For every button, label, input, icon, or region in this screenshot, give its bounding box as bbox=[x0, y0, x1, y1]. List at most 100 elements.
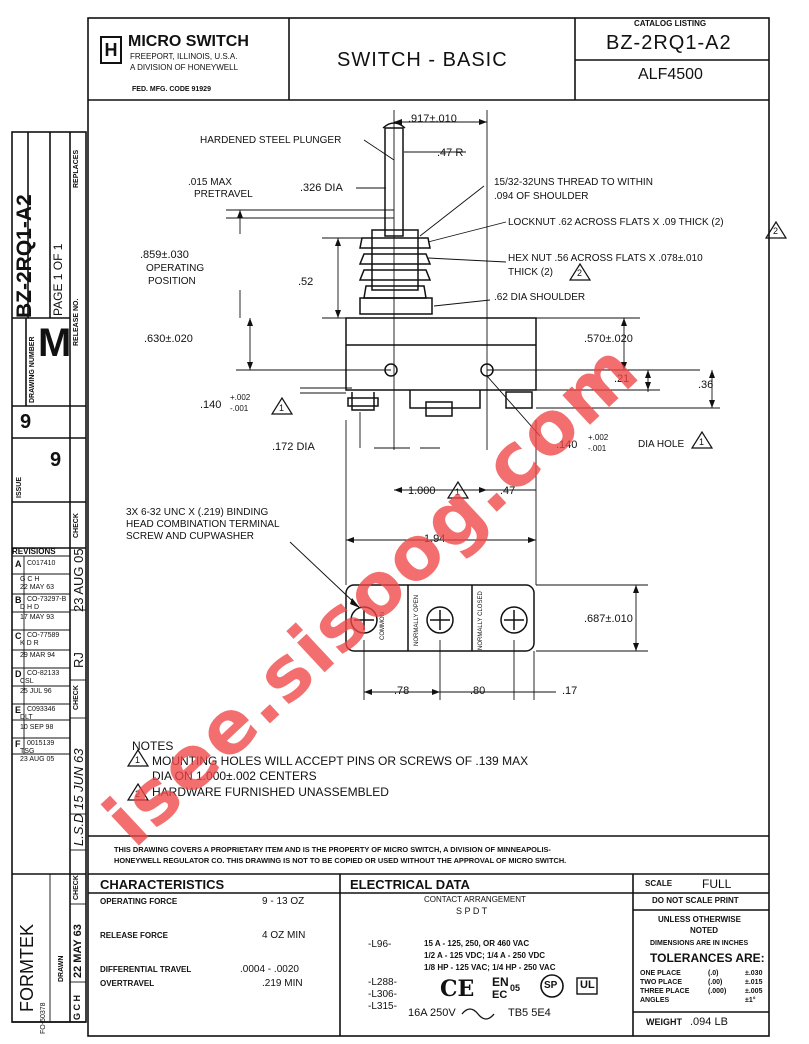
dim-140-right: .140 bbox=[556, 439, 578, 451]
dim-47: .47 bbox=[500, 485, 516, 497]
dim-op-pos-1: .859±.030 bbox=[140, 249, 189, 261]
unless-2: NOTED bbox=[690, 926, 718, 935]
spacing-note-flag: 1 bbox=[455, 487, 461, 497]
csa-mark-icon: SP bbox=[544, 980, 558, 991]
drawn-label: DRAWN bbox=[58, 955, 65, 982]
check-label-1: CHECK bbox=[73, 513, 80, 538]
note-2: HARDWARE FURNISHED UNASSEMBLED bbox=[152, 785, 389, 799]
revisions-label: REVISIONS bbox=[12, 547, 56, 556]
ec-mark: EC bbox=[492, 989, 508, 1001]
revision-entry: 23 AUG 05 bbox=[20, 756, 55, 763]
characteristic-label: OVERTRAVEL bbox=[100, 979, 155, 988]
issue-number: 9 bbox=[20, 411, 32, 433]
unless-1: UNLESS OTHERWISE bbox=[658, 915, 741, 924]
contact-arrangement-label: CONTACT ARRANGEMENT bbox=[424, 895, 526, 904]
dim-140-left-plus: +.002 bbox=[230, 393, 251, 402]
contact-arrangement-value: S P D T bbox=[456, 906, 488, 916]
honeywell-logo-icon: H bbox=[100, 36, 122, 64]
mount-note-flag-left: 1 bbox=[279, 403, 285, 413]
drawn-by: G C H bbox=[72, 994, 82, 1020]
en-number: 05 bbox=[510, 983, 521, 993]
proprietary-line-1: THIS DRAWING COVERS A PROPRIETARY ITEM A… bbox=[114, 845, 551, 854]
check-label-2: CHECK bbox=[73, 685, 80, 710]
revision-entry: DLT bbox=[20, 714, 33, 721]
rev-date-2: 15 JUN 63 bbox=[71, 748, 86, 810]
revision-entry: 10 SEP 98 bbox=[20, 724, 54, 731]
tolerance-value: ±.015 bbox=[745, 979, 763, 986]
company-name: MICRO SWITCH bbox=[128, 33, 249, 50]
revision-entry: C093346 bbox=[27, 706, 56, 713]
do-not-scale: DO NOT SCALE PRINT bbox=[652, 896, 739, 905]
terminal-normally-closed: NORMALLY CLOSED bbox=[478, 591, 484, 650]
dim-21: .21 bbox=[614, 373, 630, 385]
weight-label: WEIGHT bbox=[646, 1017, 682, 1027]
strip-release-label: RELEASE NO. bbox=[73, 298, 80, 346]
dim-52: .52 bbox=[298, 276, 314, 288]
characteristic-label: DIFFERENTIAL TRAVEL bbox=[100, 965, 192, 974]
tolerance-value: ±1° bbox=[745, 997, 756, 1004]
revision-letter: C bbox=[15, 631, 22, 641]
drawn-date: 22 MAY 63 bbox=[72, 924, 84, 978]
revision-entry: C017410 bbox=[27, 560, 56, 567]
dim-top-width: .917±.010 bbox=[408, 113, 457, 125]
tolerance-label: TWO PLACE bbox=[640, 979, 682, 986]
dim-17: .17 bbox=[562, 685, 578, 697]
electrical-title: ELECTRICAL DATA bbox=[350, 877, 470, 892]
strip-replaces-label: REPLACES bbox=[73, 149, 80, 188]
rev-initials-2: L.S.D bbox=[71, 813, 86, 846]
tolerances-title: TOLERANCES ARE: bbox=[650, 951, 765, 965]
dim-36: .36 bbox=[698, 379, 714, 391]
issue-number-box: 9 bbox=[50, 449, 62, 471]
rev-initials-1: RJ bbox=[71, 652, 86, 668]
revision-entry: CO-82133 bbox=[27, 670, 60, 677]
revision-entry: CO-77589 bbox=[27, 632, 60, 639]
hexnut-note-flag: 2 bbox=[577, 268, 583, 278]
drawing-description: SWITCH - BASIC bbox=[337, 49, 508, 71]
label-screw-3: SCREW AND CUPWASHER bbox=[126, 531, 254, 542]
form-number: FO-50378 bbox=[40, 1002, 47, 1034]
revision-entry: G C H bbox=[20, 576, 40, 583]
revision-letter: D bbox=[15, 669, 22, 679]
tolerance-format: (.00) bbox=[708, 979, 723, 986]
label-thread-1: 15/32-32UNS THREAD TO WITHIN bbox=[494, 177, 653, 188]
rating-entry: 15 A - 125, 250, OR 460 VAC bbox=[424, 939, 530, 948]
note-1-line-2: DIA ON 1.000±.002 CENTERS bbox=[152, 769, 317, 783]
alt-catalog-number: ALF4500 bbox=[638, 66, 703, 83]
characteristics-title: CHARACTERISTICS bbox=[100, 877, 225, 892]
characteristic-value: 4 OZ MIN bbox=[262, 930, 306, 941]
tolerance-value: ±.030 bbox=[745, 970, 763, 977]
revision-entry: K D R bbox=[20, 640, 39, 647]
catalog-number: BZ-2RQ1-A2 bbox=[606, 32, 732, 54]
revision-entry: 22 MAY 63 bbox=[20, 584, 54, 591]
revision-entry: CO-73297-B bbox=[27, 596, 67, 603]
note-1-line-1: MOUNTING HOLES WILL ACCEPT PINS OR SCREW… bbox=[152, 754, 529, 768]
strip-part-number: BZ-2RQ1-A2 bbox=[13, 194, 36, 318]
revision-entry: 29 MAR 94 bbox=[20, 652, 56, 659]
option-code: -L288- bbox=[368, 977, 397, 988]
company-division: A DIVISION OF HONEYWELL bbox=[130, 63, 239, 72]
label-shoulder: .62 DIA SHOULDER bbox=[494, 292, 586, 303]
note-2-flag: 2 bbox=[135, 789, 141, 799]
note-1-flag: 1 bbox=[135, 755, 141, 765]
tolerance-label: THREE PLACE bbox=[640, 988, 690, 995]
rating-line: 16A 250V bbox=[408, 1007, 456, 1019]
revision-entry: CSL bbox=[20, 678, 34, 685]
characteristic-value: .219 MIN bbox=[262, 978, 303, 989]
ce-mark: CE bbox=[440, 976, 475, 1002]
mount-note-flag-right: 1 bbox=[699, 437, 705, 447]
dim-140-right-plus: +.002 bbox=[588, 433, 609, 442]
ul-recognized-icon: UL bbox=[580, 979, 595, 991]
label-plunger: HARDENED STEEL PLUNGER bbox=[200, 135, 342, 146]
characteristic-value: 9 - 13 OZ bbox=[262, 896, 305, 907]
characteristic-label: RELEASE FORCE bbox=[100, 931, 169, 940]
catalog-listing-label: CATALOG LISTING bbox=[634, 19, 707, 28]
label-thread-2: .094 OF SHOULDER bbox=[494, 191, 589, 202]
dim-radius: .47 R bbox=[437, 147, 464, 159]
revision-letter: E bbox=[15, 705, 22, 715]
option-code: -L315- bbox=[368, 1001, 397, 1012]
dim-1000: 1.000 bbox=[408, 485, 436, 497]
tolerance-label: ONE PLACE bbox=[640, 970, 681, 977]
revision-entry: 17 MAY 93 bbox=[20, 614, 54, 621]
dim-570: .570±.020 bbox=[584, 333, 633, 345]
